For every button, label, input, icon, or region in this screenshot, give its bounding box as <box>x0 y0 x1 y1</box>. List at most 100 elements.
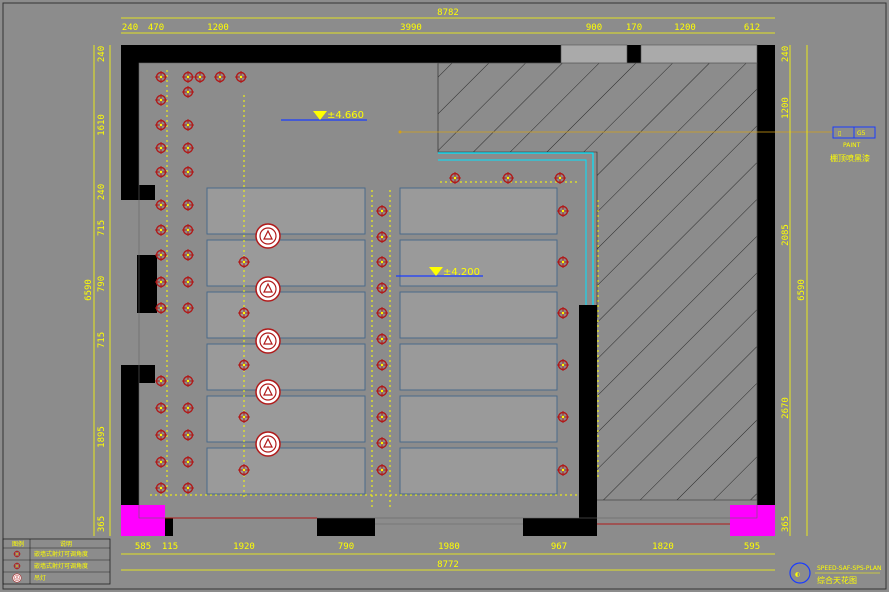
dim-left-segment: 240 <box>97 184 107 200</box>
column-left <box>121 505 165 536</box>
dim-top-overall: 8782 <box>437 8 459 18</box>
ceiling-panel <box>399 291 558 339</box>
spotlight-icon <box>375 463 389 477</box>
dim-left-segment: 790 <box>97 276 107 292</box>
downlight-icon <box>181 141 195 155</box>
dim-left-segment: 365 <box>97 516 107 532</box>
downlight-icon <box>181 165 195 179</box>
legend-row-2-text: 嵌墙式射灯可调角度 <box>34 562 88 570</box>
level-high-text: ±4.660 <box>327 110 364 121</box>
spotlight-icon <box>154 198 168 212</box>
ceiling-panel <box>206 187 366 235</box>
spotlight-icon <box>375 204 389 218</box>
spotlight-icon <box>556 255 570 269</box>
dim-right-segment: 240 <box>781 46 791 62</box>
dim-bottom-segment: 967 <box>551 542 567 552</box>
legend-header-text: 说明 <box>60 540 72 548</box>
callout-tag: PAINT <box>843 142 861 149</box>
pendant-icon <box>255 328 281 354</box>
dim-bottom-segment: 1820 <box>652 542 674 552</box>
cyan-ceiling-edge <box>438 152 594 305</box>
spotlight-icon <box>375 410 389 424</box>
dim-top-segment: 240 <box>122 23 138 33</box>
downlight-icon <box>181 118 195 132</box>
spotlight-icon <box>154 141 168 155</box>
pendant-icon <box>255 431 281 457</box>
spotlight-icon <box>154 93 168 107</box>
dim-left-segment: 1610 <box>97 114 107 136</box>
ceiling-panel <box>399 239 558 287</box>
level-marker-high: ±4.660 <box>281 110 367 121</box>
spotlight-icon <box>501 171 515 185</box>
level-low-text: ±4.200 <box>443 267 480 278</box>
dim-right-segment: 2670 <box>781 397 791 419</box>
spotlight-icon <box>154 455 168 469</box>
dim-right-segment: 2085 <box>781 224 791 246</box>
downlight-icon <box>181 85 195 99</box>
legend-row-3-text: 吊灯 <box>34 574 46 582</box>
dim-bottom-segment: 585 <box>135 542 151 552</box>
ceiling-panel <box>206 447 366 495</box>
dim-top-segment: 612 <box>744 23 760 33</box>
dim-right-segment: 1200 <box>781 97 791 119</box>
spotlight-icon <box>154 165 168 179</box>
downlight-icon <box>181 374 195 388</box>
downlight-icon <box>181 401 195 415</box>
ceiling-panel <box>399 395 558 443</box>
ceiling-panel <box>206 239 366 287</box>
spotlight-icon <box>375 281 389 295</box>
dim-bottom-segment: 1920 <box>233 542 255 552</box>
downlight-icon <box>181 455 195 469</box>
column-right <box>730 505 775 536</box>
pendant-icon <box>255 379 281 405</box>
dim-left-segment: 1895 <box>97 426 107 448</box>
ceiling-panel <box>206 395 366 443</box>
downlight-icon <box>181 248 195 262</box>
legend-row-1-text: 嵌墙式射灯可调角度 <box>34 550 88 558</box>
downlight-icon <box>181 428 195 442</box>
spotlight-icon <box>556 463 570 477</box>
spotlight-icon <box>556 358 570 372</box>
ceiling-panel <box>399 343 558 391</box>
spotlight-icon <box>154 223 168 237</box>
dim-right-segment: 365 <box>781 516 791 532</box>
dim-top-segment: 1200 <box>207 23 229 33</box>
title-code: SPEED-SAF-SPS-PLAN <box>817 565 882 572</box>
spotlight-icon <box>556 306 570 320</box>
dim-bottom-overall: 8772 <box>437 560 459 570</box>
spotlight-icon <box>375 436 389 450</box>
downlight-icon <box>12 561 22 571</box>
svg-text:▯: ▯ <box>838 130 841 137</box>
spotlight-icon <box>154 118 168 132</box>
downlight-icon <box>181 198 195 212</box>
pendant-icon <box>255 276 281 302</box>
dim-top-segment: 470 <box>148 23 164 33</box>
dim-top-segment: 170 <box>626 23 642 33</box>
dim-top-segment: 1200 <box>674 23 696 33</box>
paint-callout: ▯ G5 PAINT 棚顶喷黑漆 <box>830 126 876 163</box>
downlight-icon <box>181 301 195 315</box>
level-marker-low: ±4.200 <box>396 267 483 278</box>
dim-top-segment: 3990 <box>400 23 422 33</box>
dim-top-segment: 900 <box>586 23 602 33</box>
dim-bottom-segment: 790 <box>338 542 354 552</box>
spotlight-icon <box>375 255 389 269</box>
dim-bottom-segment: 595 <box>744 542 760 552</box>
ceiling-panel <box>399 447 558 495</box>
dim-left-overall: 6590 <box>84 279 94 301</box>
spotlight-icon <box>375 384 389 398</box>
pendant-icon <box>255 223 281 249</box>
ceiling-panels <box>206 187 558 495</box>
downlight-icon <box>181 481 195 495</box>
dim-left-segment: 240 <box>97 46 107 62</box>
spotlight-icon <box>154 428 168 442</box>
spotlight-icon <box>154 374 168 388</box>
dim-left-segment: 715 <box>97 332 107 348</box>
ceiling-panel <box>399 187 558 235</box>
spotlight-icon <box>193 70 207 84</box>
spotlight-icon <box>12 549 22 559</box>
ceiling-panel <box>206 291 366 339</box>
spotlight-icon <box>375 230 389 244</box>
dim-bottom-segment: 115 <box>162 542 178 552</box>
